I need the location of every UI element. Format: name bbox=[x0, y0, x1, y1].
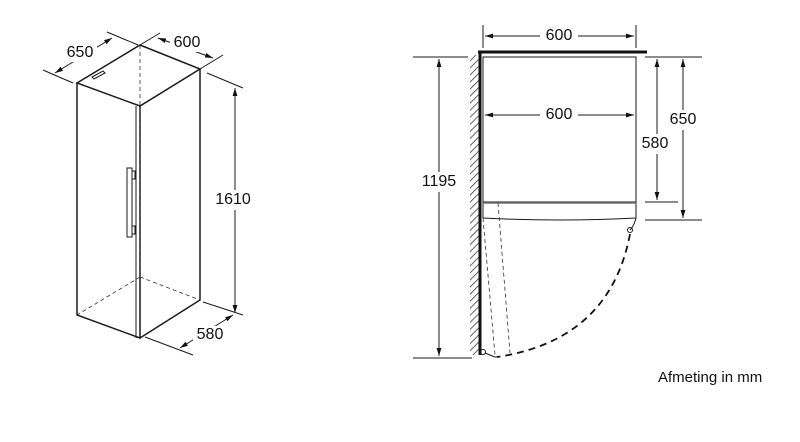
svg-text:600: 600 bbox=[174, 34, 201, 51]
svg-text:580: 580 bbox=[197, 326, 224, 343]
dim-1610-iso: 1610 bbox=[202, 72, 254, 316]
svg-text:600: 600 bbox=[546, 106, 573, 123]
hinge-icon bbox=[627, 227, 633, 233]
dim-580-iso: 580 bbox=[144, 314, 234, 356]
svg-text:650: 650 bbox=[670, 111, 697, 128]
dim-600-iso: 600 bbox=[139, 32, 224, 70]
svg-text:580: 580 bbox=[642, 135, 669, 152]
dim-600-inner: 600 bbox=[485, 106, 634, 124]
top-hinge-icon bbox=[91, 70, 106, 80]
dim-650-iso: 650 bbox=[42, 31, 139, 84]
isometric-appliance bbox=[75, 44, 202, 340]
dim-580-top: 580 bbox=[638, 56, 702, 203]
svg-text:1610: 1610 bbox=[215, 191, 251, 208]
dim-650-top: 650 bbox=[645, 59, 702, 221]
hinge-icon bbox=[480, 349, 486, 355]
svg-text:600: 600 bbox=[546, 27, 573, 44]
dim-600-outer: 600 bbox=[482, 25, 637, 48]
door-handle-icon bbox=[126, 167, 136, 238]
svg-text:650: 650 bbox=[67, 44, 94, 61]
svg-text:1195: 1195 bbox=[422, 173, 457, 190]
door bbox=[482, 201, 637, 221]
wall-hatch bbox=[470, 55, 479, 355]
dim-1195: 1195 bbox=[413, 56, 472, 359]
top-view-appliance bbox=[470, 50, 647, 358]
unit-note: Afmeting in mm bbox=[658, 369, 763, 386]
